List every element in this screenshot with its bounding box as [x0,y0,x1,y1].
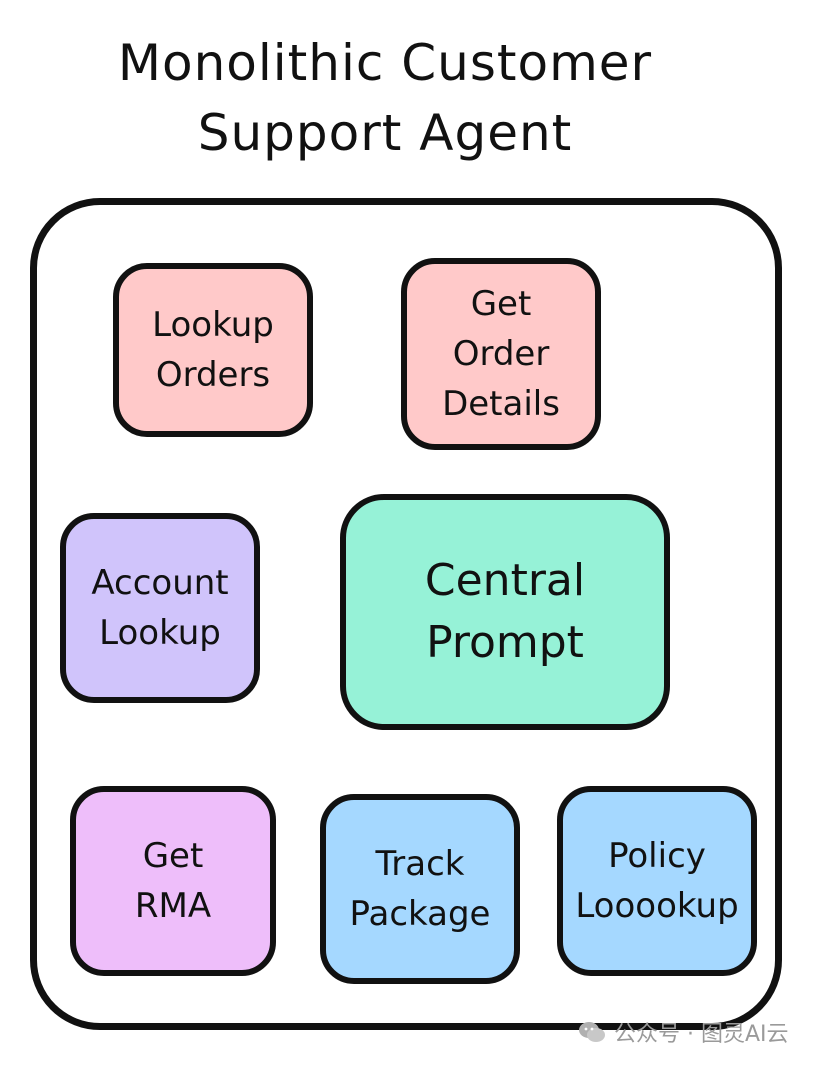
watermark: 公众号 · 图灵AI云 [578,1016,789,1048]
watermark-text: 公众号 · 图灵AI云 [614,1022,789,1047]
title-line-2: Support Agent [197,104,573,162]
account-lookup-box: Account Lookup [60,513,260,703]
lookup-orders-box: Lookup Orders [113,263,313,437]
get-order-details-box: Get Order Details [401,258,601,450]
get-rma-label: Get RMA [134,836,212,926]
get-order-details-label: Get Order Details [442,284,560,424]
lookup-orders-label: Lookup Orders [152,305,274,395]
policy-lookup-box: Policy Looookup [557,786,757,976]
central-prompt-box: Central Prompt [340,494,670,730]
diagram-title: Monolithic Customer Support Agent [60,28,710,168]
title-line-1: Monolithic Customer [117,34,653,92]
central-prompt-label: Central Prompt [424,555,586,668]
policy-lookup-label: Policy Looookup [575,836,739,926]
wechat-icon [578,1021,606,1043]
track-package-label: Track Package [349,844,491,934]
get-rma-box: Get RMA [70,786,276,976]
track-package-box: Track Package [320,794,520,984]
account-lookup-label: Account Lookup [91,563,229,653]
